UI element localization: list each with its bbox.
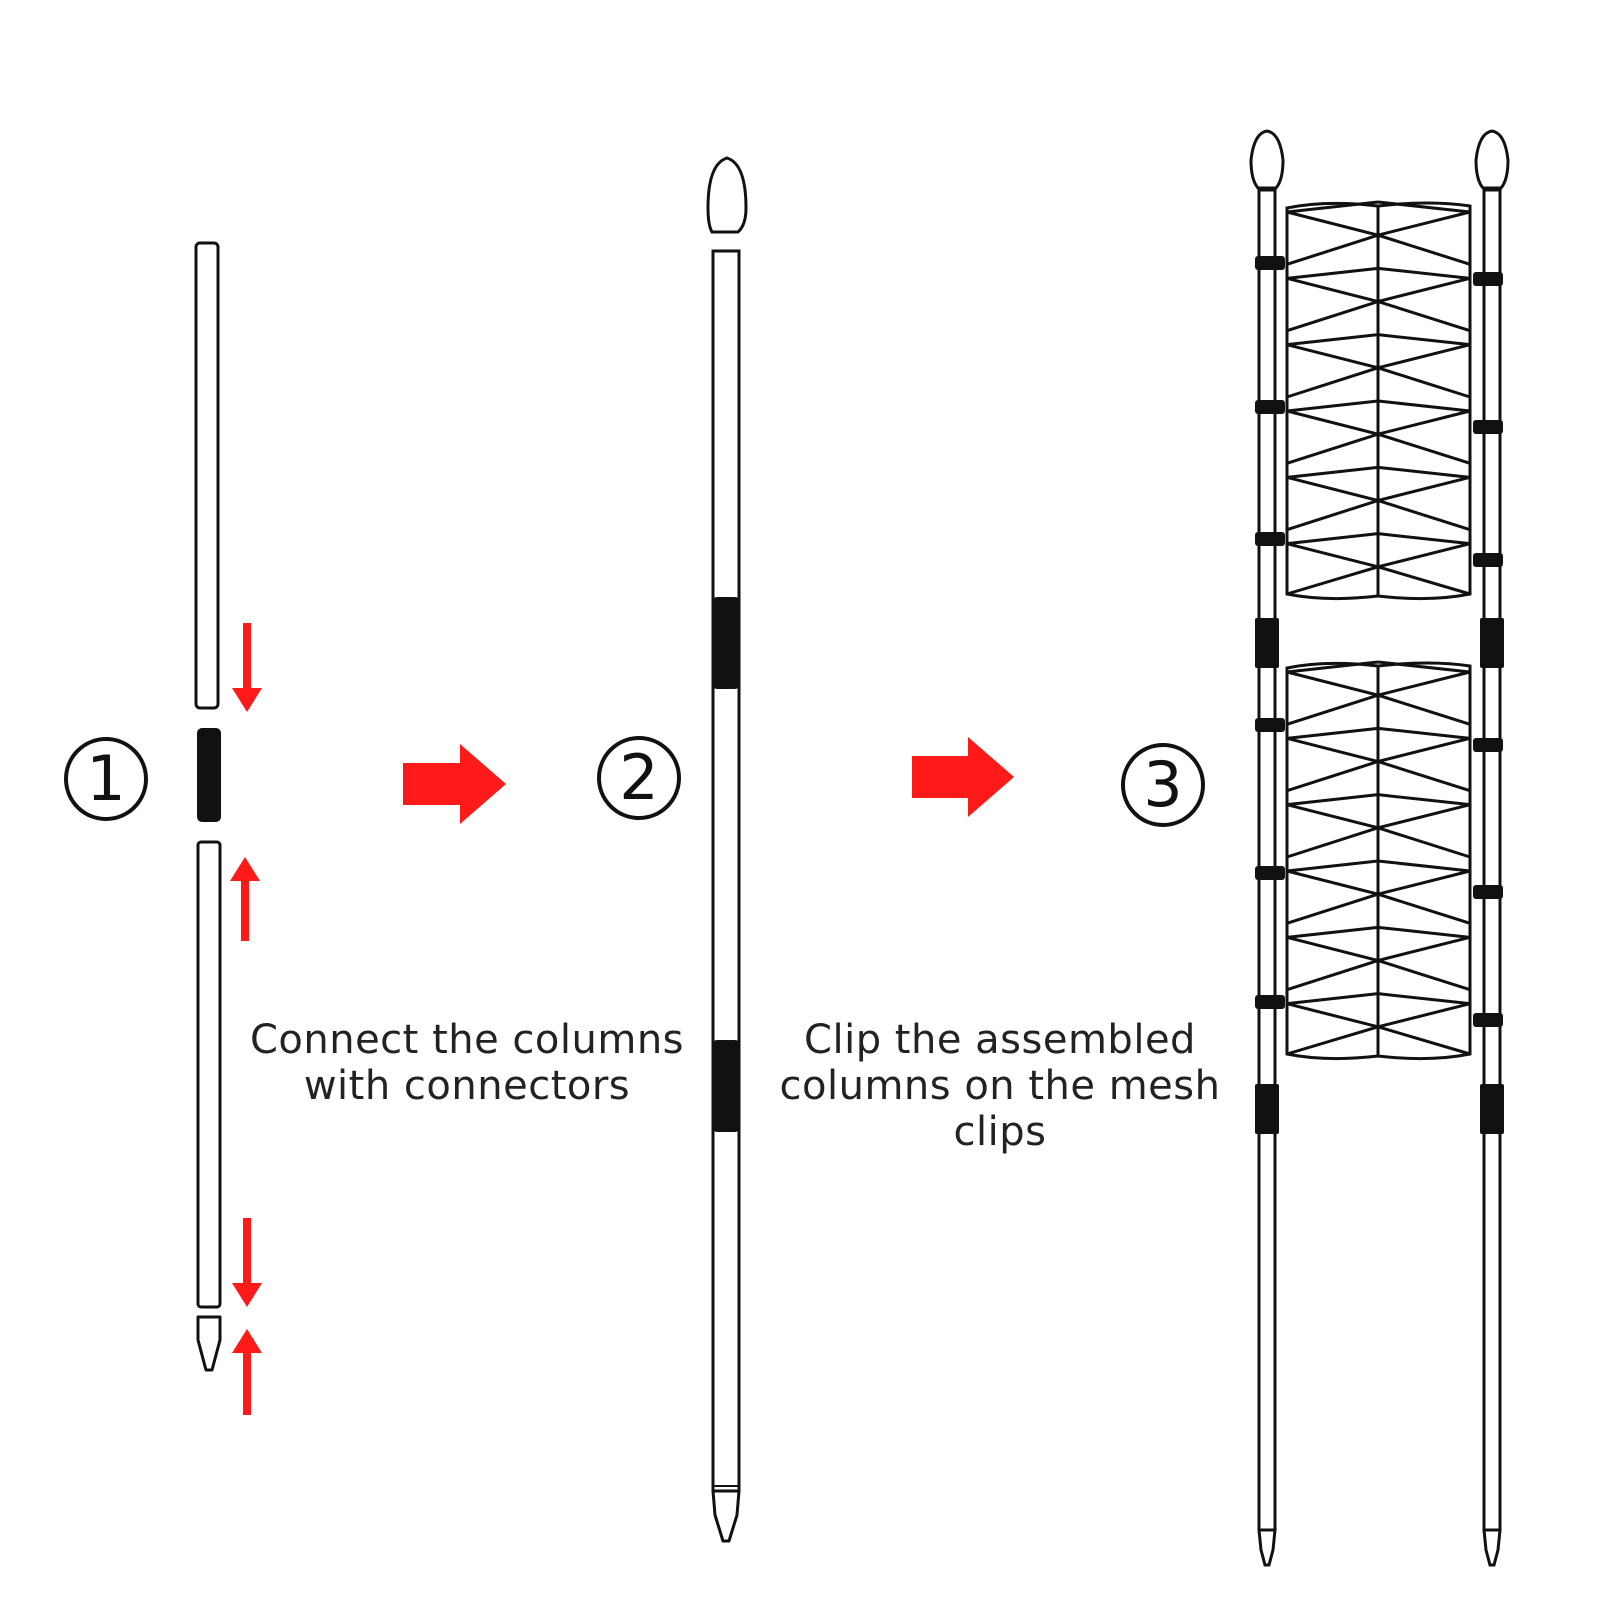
upper-pole-segment: [194, 241, 220, 710]
mesh-clip: [1255, 532, 1285, 546]
step-3-trellis: [1249, 129, 1510, 1567]
assembled-pole: [711, 249, 741, 1493]
mesh-diagonal-wires: [1286, 660, 1471, 1056]
step-1-circle: [64, 737, 148, 821]
connector-sleeve: [712, 1040, 740, 1132]
right-pole: [1482, 188, 1502, 1532]
mesh-panel: [1285, 660, 1472, 1061]
ground-spike: [1257, 1528, 1277, 1567]
mesh-panel: [1285, 200, 1472, 601]
mesh-clips: [1255, 256, 1503, 1027]
step-2-number: 2: [619, 741, 659, 814]
left-pole: [1257, 188, 1277, 1532]
step-1-parts: [194, 241, 222, 1372]
mesh-clip: [1473, 272, 1503, 286]
caption-line: clips: [953, 1109, 1047, 1155]
step-2-assembled-pole: [706, 156, 748, 1543]
arrow-up-icon: [232, 1329, 262, 1415]
pole-connectors: [1255, 618, 1504, 1134]
step-1-number: 1: [86, 742, 126, 815]
mesh-clip: [1473, 553, 1503, 567]
arrow-up-icon: [230, 857, 260, 941]
mesh-panels: [1285, 200, 1472, 1061]
lower-pole-segment: [196, 840, 222, 1309]
step-3-number: 3: [1143, 748, 1183, 821]
ground-spike: [711, 1489, 741, 1543]
mesh-clip: [1255, 718, 1285, 732]
mesh-clip: [1255, 995, 1285, 1009]
pole-cap: [1249, 129, 1285, 190]
step-2-caption: Connect the columns with connectors: [227, 1017, 707, 1109]
step-3-circle: [1121, 743, 1205, 827]
step-1-arrows: [230, 623, 262, 1415]
mesh-clip: [1473, 420, 1503, 434]
mesh-clip: [1473, 1013, 1503, 1027]
pole-cap: [706, 156, 748, 234]
next-step-arrow-icon: [912, 737, 1014, 817]
caption-line: with connectors: [303, 1063, 631, 1109]
connector-sleeve: [1480, 618, 1504, 668]
pole-cap: [1474, 129, 1510, 190]
mesh-clip: [1255, 400, 1285, 414]
mesh-clip: [1255, 866, 1285, 880]
caption-line: columns on the mesh: [779, 1063, 1221, 1109]
ground-spike: [1482, 1528, 1502, 1567]
ground-spike: [196, 1315, 222, 1372]
mesh-clip: [1255, 256, 1285, 270]
connector-sleeve: [1255, 618, 1279, 668]
step-3-caption: Clip the assembled columns on the mesh c…: [760, 1017, 1240, 1155]
mesh-diagonal-wires: [1286, 200, 1471, 596]
connector-sleeve: [1480, 1084, 1504, 1134]
connector-sleeve: [197, 728, 221, 822]
mesh-clip: [1473, 738, 1503, 752]
arrow-down-icon: [232, 1218, 262, 1307]
step-2-circle: [597, 736, 681, 820]
caption-line: Connect the columns: [249, 1017, 685, 1063]
next-step-arrow-icon: [403, 744, 506, 824]
arrow-down-icon: [232, 623, 262, 712]
caption-line: Clip the assembled: [804, 1017, 1196, 1063]
connector-sleeve: [1255, 1084, 1279, 1134]
connector-sleeve: [712, 597, 740, 689]
mesh-clip: [1473, 885, 1503, 899]
